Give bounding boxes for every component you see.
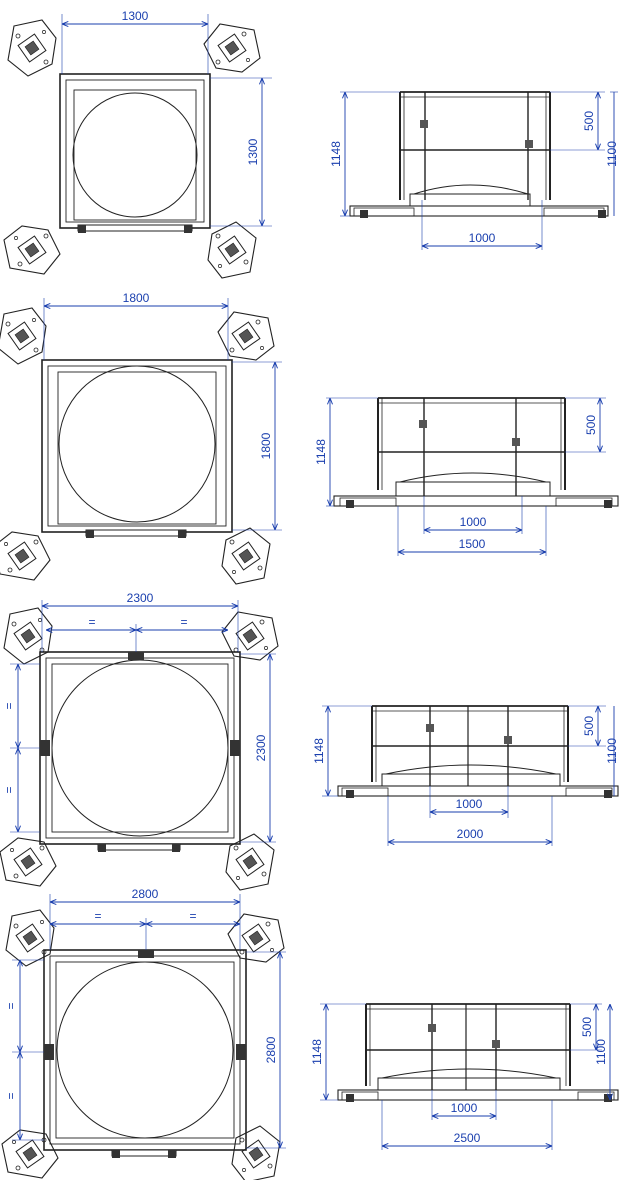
foot-icon xyxy=(0,837,57,887)
base-label: 2500 xyxy=(454,1131,481,1145)
rail-gap-label: 500 xyxy=(584,415,598,435)
rail-gap-label: 500 xyxy=(582,716,596,736)
foot-icon xyxy=(221,527,271,585)
elevation-height-label: 1148 xyxy=(310,1039,324,1065)
base-label: 2000 xyxy=(457,827,484,841)
plan-width-label: 1800 xyxy=(123,291,150,305)
elevation-height-label: 1148 xyxy=(314,439,328,465)
foot-icon xyxy=(231,1125,281,1180)
foot-icon xyxy=(225,833,275,891)
foot-icon xyxy=(3,607,53,665)
plan-width-label: 2800 xyxy=(132,887,159,901)
plan-view-1: 1300 1300 xyxy=(3,9,272,279)
equal-spacing-label: = xyxy=(4,1092,18,1099)
elevation-view-3: 1148 500 1100 1000 2000 xyxy=(312,705,619,846)
elevation-view-4: 1148 500 1100 1000 2500 xyxy=(310,1003,619,1150)
foot-icon xyxy=(0,531,51,581)
foot-icon xyxy=(227,913,285,963)
foot-icon xyxy=(7,19,57,77)
elevation-view-2: 1148 500 1000 1500 xyxy=(314,397,619,556)
plan-width-label: 2300 xyxy=(127,591,154,605)
foot-icon xyxy=(207,221,257,279)
equal-spacing-label: = xyxy=(2,702,16,709)
elevation-height-label: 1148 xyxy=(312,738,326,764)
equal-spacing-label: = xyxy=(4,1002,18,1009)
plan-depth-label: 1300 xyxy=(246,138,260,165)
equal-spacing-label: = xyxy=(189,909,196,923)
opening-label: 1000 xyxy=(460,515,487,529)
equal-spacing-label: = xyxy=(88,615,95,629)
rail-gap-label: 500 xyxy=(580,1017,594,1037)
foot-icon xyxy=(0,307,47,365)
foot-icon xyxy=(3,225,61,275)
plan-depth-label: 2300 xyxy=(254,734,268,761)
plan-width-label: 1300 xyxy=(122,9,149,23)
equal-spacing-label: = xyxy=(2,786,16,793)
plan-view-2: 1800 1800 xyxy=(0,291,282,585)
rail-gap-label: 500 xyxy=(582,111,596,131)
rail-height-label: 1100 xyxy=(594,1039,608,1065)
plan-view-3: 2300 = = = = 2300 xyxy=(0,591,279,891)
elevation-view-1: 1148 500 1100 1000 xyxy=(329,91,619,250)
foot-icon xyxy=(5,909,55,967)
elevation-height-label: 1148 xyxy=(329,141,343,167)
foot-icon xyxy=(217,311,275,361)
rail-height-label: 1100 xyxy=(605,141,619,167)
rail-height-label: 1100 xyxy=(605,738,619,764)
plan-view-4: 2800 = = = = 2800 xyxy=(1,887,286,1180)
equal-spacing-label: = xyxy=(94,909,101,923)
opening-label: 1000 xyxy=(451,1101,478,1115)
opening-label: 1000 xyxy=(456,797,483,811)
equal-spacing-label: = xyxy=(180,615,187,629)
plan-depth-label: 2800 xyxy=(264,1036,278,1063)
plan-depth-label: 1800 xyxy=(259,432,273,459)
opening-label: 1000 xyxy=(469,231,496,245)
base-label: 1500 xyxy=(459,537,486,551)
foot-icon xyxy=(203,23,261,73)
